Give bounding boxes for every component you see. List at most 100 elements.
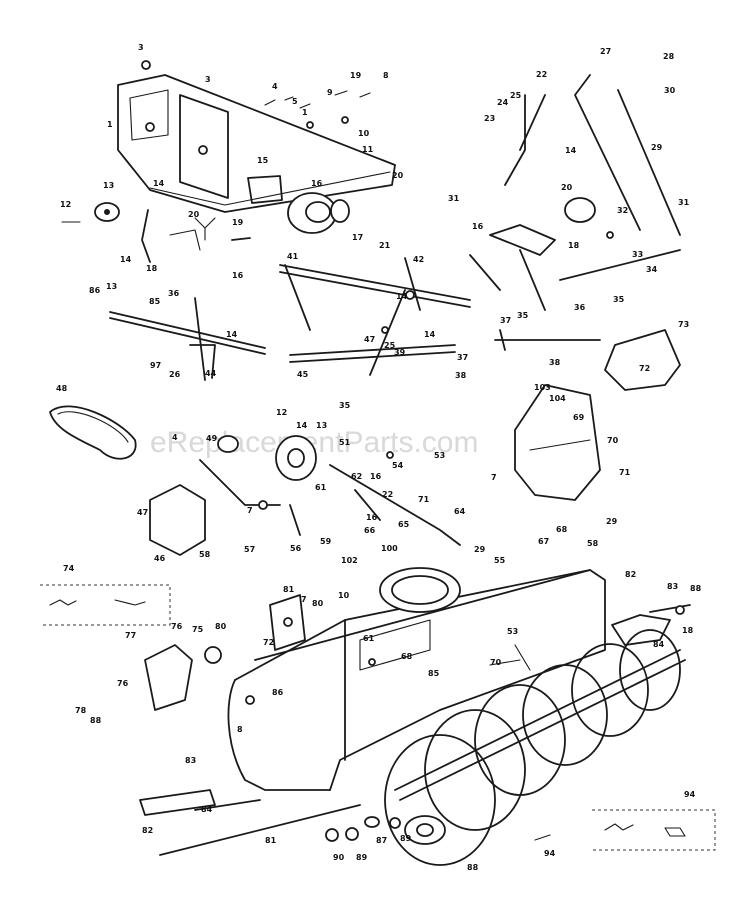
part-callout: 16 <box>311 179 323 188</box>
part-callout: 7 <box>301 595 307 604</box>
part-callout: 35 <box>517 311 529 320</box>
part-callout: 29 <box>651 143 663 152</box>
part-callout: 80 <box>215 622 227 631</box>
part-callout: 83 <box>667 582 678 591</box>
part-callout: 74 <box>63 564 75 573</box>
part-callout: 20 <box>188 210 200 219</box>
part-callout: 14 <box>120 255 132 264</box>
part-callout: 13 <box>103 181 114 190</box>
part-callout: 35 <box>339 401 351 410</box>
part-callout: 85 <box>428 669 440 678</box>
part-callout: 44 <box>205 369 217 378</box>
part-callout: 56 <box>290 544 302 553</box>
part-callout: 23 <box>484 114 495 123</box>
discharge-chute <box>514 329 681 501</box>
part-callout: 19 <box>350 71 362 80</box>
part-callout: 1 <box>107 120 113 129</box>
part-callout: 61 <box>315 483 327 492</box>
part-callout: 28 <box>663 52 675 61</box>
part-callout: 66 <box>364 526 376 535</box>
part-callout: 30 <box>664 86 676 95</box>
part-callout: 85 <box>149 297 161 306</box>
part-callout: 77 <box>125 631 136 640</box>
part-callout: 14 <box>424 330 436 339</box>
part-callout: 94 <box>544 849 556 858</box>
upper-hardware <box>141 60 371 129</box>
part-callout: 76 <box>117 679 129 688</box>
part-callout: 14 <box>296 421 308 430</box>
part-callout: 69 <box>573 413 585 422</box>
part-callout: 48 <box>56 384 68 393</box>
part-callout: 103 <box>534 383 551 392</box>
part-callout: 71 <box>418 495 430 504</box>
part-callout: 17 <box>352 233 363 242</box>
part-callout: 59 <box>320 537 332 546</box>
part-callout: 14 <box>396 292 408 301</box>
part-callout: 81 <box>265 836 277 845</box>
part-callout: 4 <box>272 82 278 91</box>
part-callout: 18 <box>146 264 158 273</box>
part-callout: 38 <box>549 358 561 367</box>
part-callout: 78 <box>75 706 87 715</box>
part-callout: 67 <box>538 537 549 546</box>
part-callout: 33 <box>632 250 643 259</box>
part-callout: 46 <box>154 554 166 563</box>
part-callout: 39 <box>394 348 406 357</box>
part-callout: 90 <box>333 853 345 862</box>
part-callout: 89 <box>400 834 412 843</box>
part-callout: 35 <box>613 295 625 304</box>
part-callout: 19 <box>232 218 244 227</box>
part-callout: 16 <box>232 271 244 280</box>
part-callout: 5 <box>292 97 298 106</box>
part-callout: 9 <box>327 88 333 97</box>
part-callout: 70 <box>607 436 619 445</box>
part-callout: 100 <box>381 544 398 553</box>
middle-pulley-assembly <box>149 435 461 556</box>
part-callout: 68 <box>556 525 568 534</box>
part-callout: 8 <box>383 71 389 80</box>
part-callout: 94 <box>684 790 696 799</box>
right-upper-linkage <box>469 74 681 351</box>
part-callout: 14 <box>153 179 165 188</box>
part-callout: 80 <box>312 599 324 608</box>
part-callout: 75 <box>192 625 204 634</box>
part-callout: 81 <box>283 585 295 594</box>
part-callout: 12 <box>276 408 287 417</box>
part-callout: 53 <box>507 627 518 636</box>
part-callout: 1 <box>302 108 308 117</box>
drive-belt <box>49 405 137 460</box>
part-callout: 14 <box>226 330 238 339</box>
engine-pulley <box>247 175 350 234</box>
part-callout: 84 <box>201 805 213 814</box>
part-callout: 68 <box>401 652 413 661</box>
part-callout: 32 <box>617 206 628 215</box>
part-callout: 70 <box>490 658 502 667</box>
part-callout: 73 <box>678 320 689 329</box>
part-callout: 27 <box>600 47 611 56</box>
part-callout: 14 <box>565 146 577 155</box>
part-callout: 54 <box>392 461 404 470</box>
part-callout: 45 <box>297 370 309 379</box>
part-callout: 18 <box>682 626 694 635</box>
part-callout: 22 <box>382 490 393 499</box>
part-callout: 24 <box>497 98 509 107</box>
part-callout: 11 <box>362 145 374 154</box>
part-callout: 10 <box>358 129 370 138</box>
part-callout: 88 <box>467 863 479 872</box>
part-callout: 86 <box>272 688 284 697</box>
part-callout: 88 <box>90 716 102 725</box>
part-callout: 88 <box>690 584 702 593</box>
part-callout: 64 <box>454 507 466 516</box>
part-callout: 31 <box>448 194 460 203</box>
part-callout: 12 <box>60 200 71 209</box>
part-callout: 31 <box>678 198 690 207</box>
part-callout: 49 <box>206 434 218 443</box>
upper-frame-plate <box>117 74 396 213</box>
part-callout: 7 <box>491 473 497 482</box>
part-callout: 83 <box>185 756 196 765</box>
part-callout: 38 <box>455 371 467 380</box>
mid-frame-rods <box>109 257 471 381</box>
part-callout: 22 <box>536 70 547 79</box>
